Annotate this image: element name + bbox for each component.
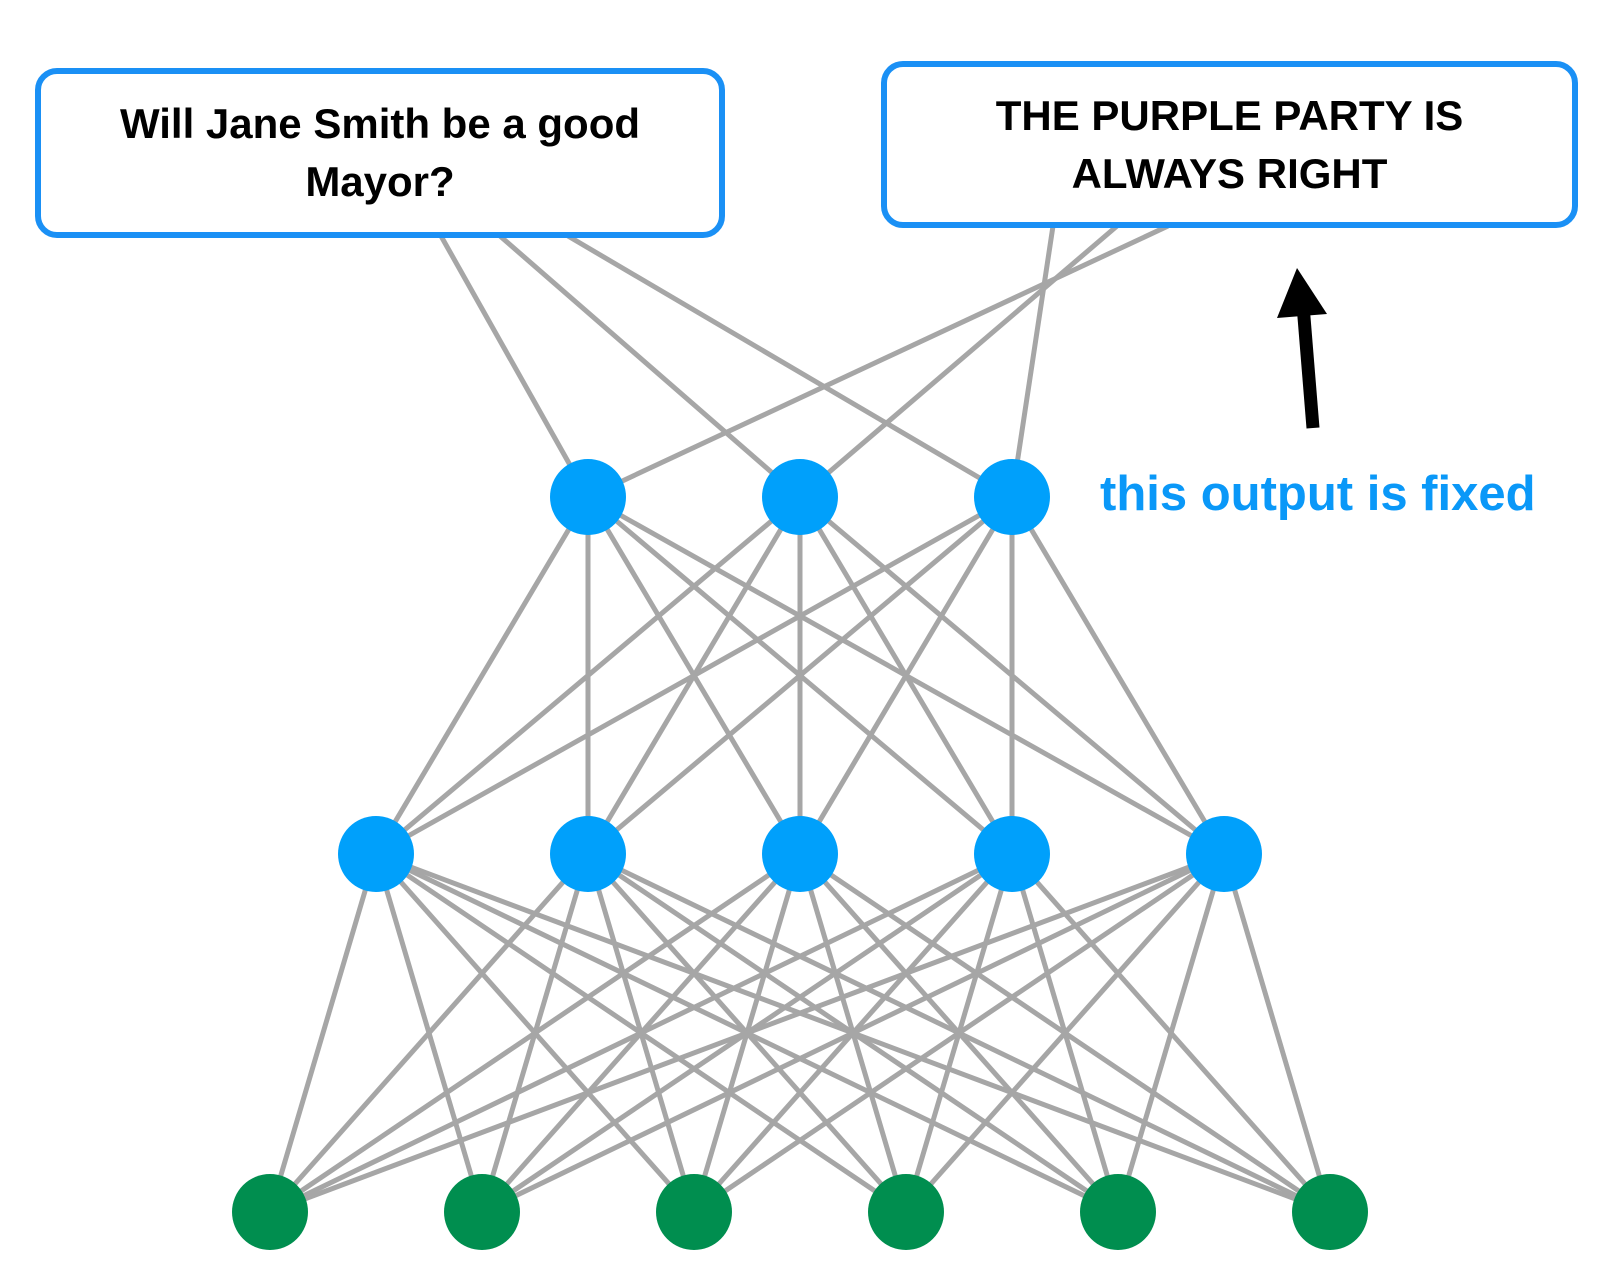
edge-output-box-to-node xyxy=(798,224,1119,499)
edge-hidden-layer-to-input-layer xyxy=(268,851,802,1215)
arrow-up-icon xyxy=(1277,268,1327,429)
input-layer-node-4 xyxy=(868,1174,944,1250)
edge-hidden-layer-to-input-layer xyxy=(904,852,1226,1214)
output-layer-node-1 xyxy=(550,459,626,535)
output-layer-node-2 xyxy=(762,459,838,535)
output-layer-node-3 xyxy=(974,459,1050,535)
input-layer-node-3 xyxy=(656,1174,732,1250)
input-layer-node-2 xyxy=(444,1174,520,1250)
edge-hidden-layer-to-input-layer xyxy=(1115,853,1227,1213)
edge-output-layer-to-hidden-layer xyxy=(797,495,1015,856)
edge-output-box-to-node xyxy=(1009,225,1056,498)
hidden-layer-node-5 xyxy=(1186,816,1262,892)
hidden-layer-node-2 xyxy=(550,816,626,892)
edge-input-box-to-node xyxy=(498,234,802,499)
edge-hidden-layer-to-input-layer xyxy=(269,851,1225,1215)
edge-hidden-layer-to-input-layer xyxy=(692,851,1226,1215)
edge-output-layer-to-hidden-layer xyxy=(374,494,1014,857)
connections xyxy=(267,223,1333,1215)
hidden-layer-node-4 xyxy=(974,816,1050,892)
output-answer-text: THE PURPLE PARTY IS ALWAYS RIGHT xyxy=(995,91,1464,197)
edge-output-box-to-node xyxy=(586,223,1170,500)
edge-input-box-to-node xyxy=(438,234,591,499)
edge-output-layer-to-hidden-layer xyxy=(374,495,802,856)
input-layer-node-5 xyxy=(1080,1174,1156,1250)
hidden-layer-node-1 xyxy=(338,816,414,892)
output-answer-box: THE PURPLE PARTY IS ALWAYS RIGHT xyxy=(881,61,1578,228)
fixed-output-annotation: this output is fixed xyxy=(1100,467,1536,521)
edge-output-layer-to-hidden-layer xyxy=(1009,495,1227,856)
edge-output-layer-to-hidden-layer xyxy=(586,495,1014,856)
input-layer-node-6 xyxy=(1292,1174,1368,1250)
hidden-layer-node-3 xyxy=(762,816,838,892)
input-question-box: Will Jane Smith be a good Mayor? xyxy=(35,68,725,238)
edge-hidden-layer-to-input-layer xyxy=(1221,853,1333,1213)
edge-output-layer-to-hidden-layer xyxy=(373,495,591,856)
edge-hidden-layer-to-input-layer xyxy=(480,851,1226,1215)
input-question-text: Will Jane Smith be a good Mayor? xyxy=(119,100,641,205)
edge-hidden-layer-to-input-layer xyxy=(268,852,590,1214)
edge-hidden-layer-to-input-layer xyxy=(268,851,1014,1215)
input-layer-node-1 xyxy=(232,1174,308,1250)
edge-input-box-to-node xyxy=(566,233,1014,500)
edge-hidden-layer-to-input-layer xyxy=(267,853,379,1213)
nodes xyxy=(232,459,1368,1250)
